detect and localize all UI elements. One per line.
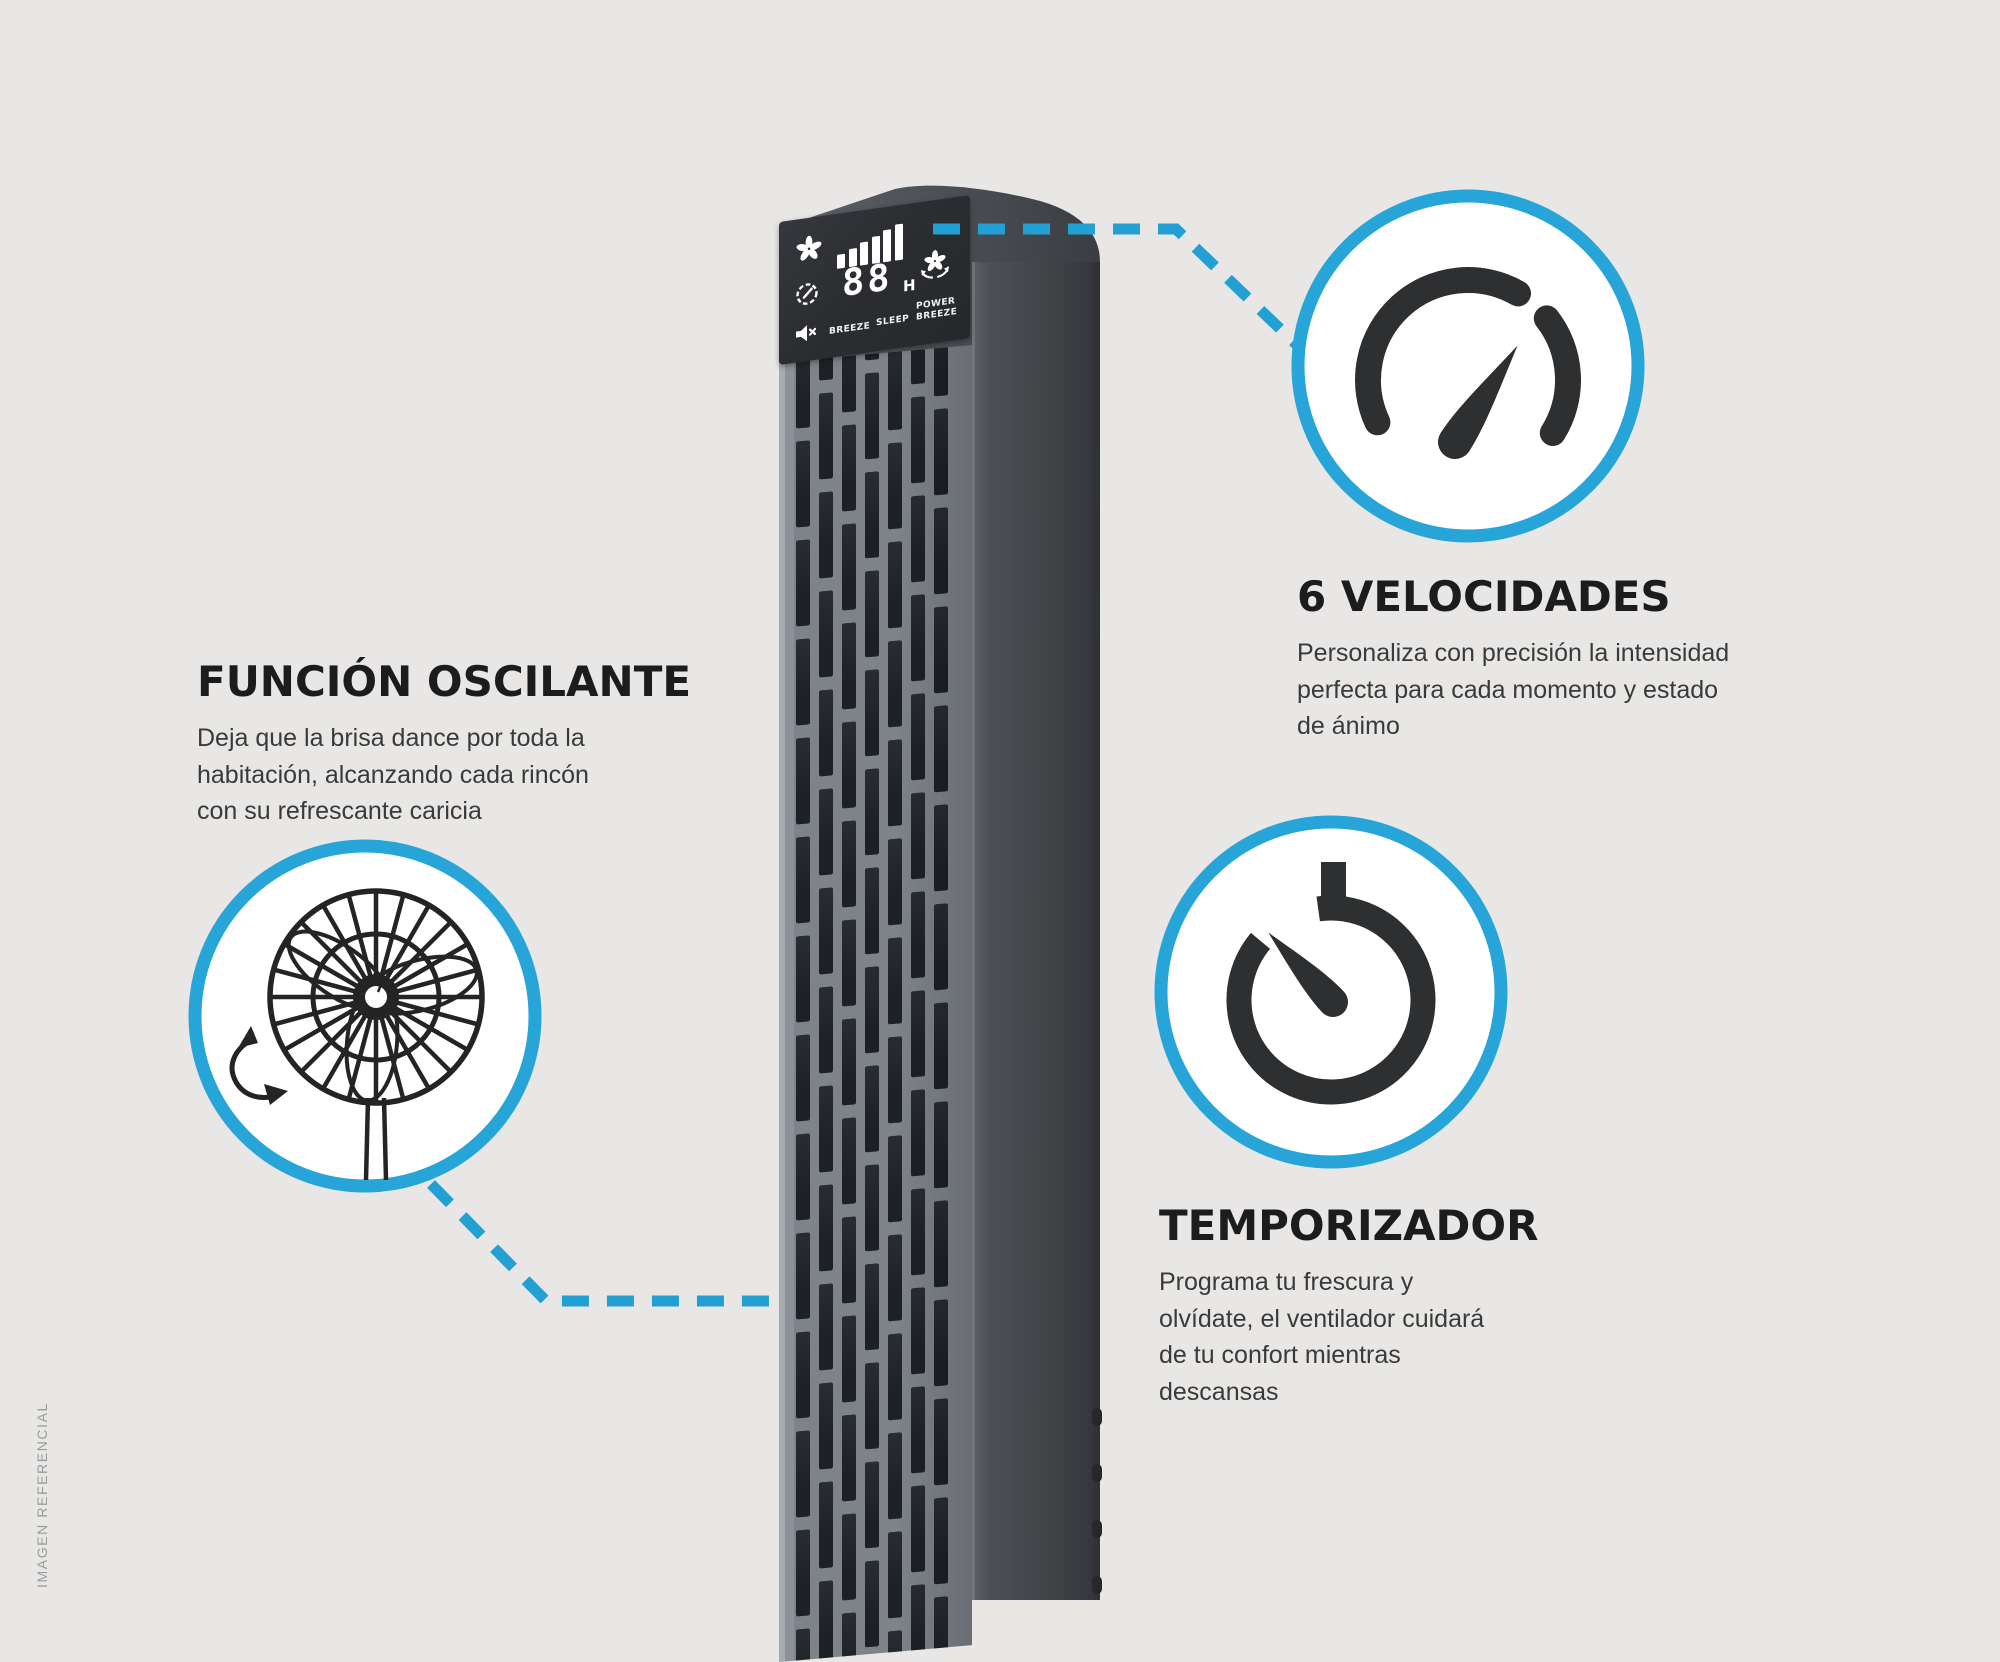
feature-speeds-description: Personaliza con precisión la intensidad … (1297, 639, 1730, 740)
panel-oscillation-icon (921, 250, 949, 279)
mute-icon (796, 325, 817, 342)
feature-oscillation-description: Deja que la brisa dance por toda la habi… (197, 724, 589, 825)
watermark: IMAGEN REFERENCIAL (34, 1402, 50, 1588)
tower-side-face (972, 262, 1102, 1600)
label-sleep: SLEEP (876, 313, 910, 329)
feature-timer-description: Programa tu frescura y olvídate, el vent… (1159, 1268, 1485, 1406)
feature-oscillation-title: FUNCIÓN OSCILANTE (197, 657, 692, 706)
feature-timer: TEMPORIZADOR Programa tu frescura y olví… (1159, 1201, 1579, 1410)
speed-bar (894, 223, 903, 261)
tower-side-highlight (972, 262, 975, 1600)
tower-fan: 88 H BREEZE SLEEP POWER BREEZE (779, 195, 1102, 1662)
display-unit: H (903, 275, 916, 296)
feature-oscillation: FUNCIÓN OSCILANTE Deja que la brisa danc… (197, 657, 697, 830)
side-nub (1092, 1408, 1102, 1426)
label-breeze: BREEZE (829, 321, 871, 337)
side-tab (1092, 592, 1100, 638)
feature-speeds: 6 VELOCIDADES Personaliza con precisión … (1297, 572, 1797, 745)
fan-icon (796, 235, 822, 261)
side-nub (1092, 1520, 1102, 1538)
label-power-breeze: POWER BREEZE (916, 296, 958, 323)
display-value: 88 (842, 255, 893, 306)
feature-speeds-title: 6 VELOCIDADES (1297, 572, 1671, 621)
side-nub (1092, 1464, 1102, 1482)
control-panel: 88 H BREEZE SLEEP POWER BREEZE (779, 195, 970, 365)
side-nub (1092, 1576, 1102, 1594)
tower-grille (779, 345, 972, 1662)
feature-timer-title: TEMPORIZADOR (1159, 1201, 1539, 1250)
grille-shading (779, 345, 972, 1662)
side-tab (1092, 447, 1100, 507)
panel-timer-icon (796, 283, 818, 305)
